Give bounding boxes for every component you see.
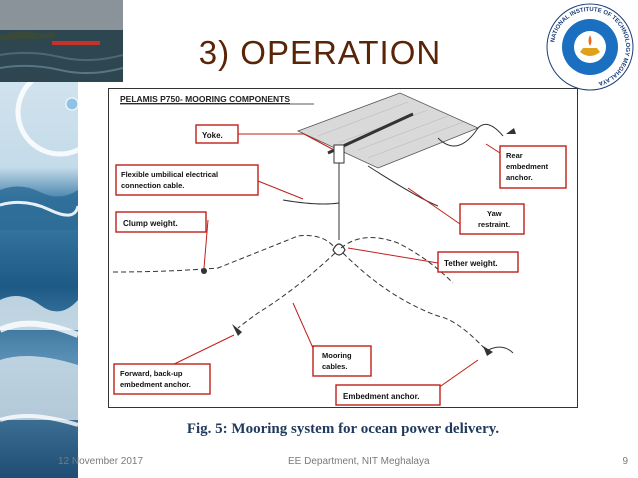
callout-yoke: Yoke. <box>195 124 239 144</box>
umbilical-cable <box>282 199 340 205</box>
svg-text:connection cable.: connection cable. <box>121 181 184 190</box>
svg-text:Forward, back-up: Forward, back-up <box>120 369 183 378</box>
callout-clump-weight: Clump weight. <box>115 211 207 233</box>
callout-yaw-restraint: Yaw restraint. <box>459 203 525 235</box>
institute-logo: NATIONAL INSTITUTE OF TECHNOLOGY MEGHALA… <box>545 2 635 92</box>
embedment-anchor <box>483 346 493 356</box>
svg-text:cables.: cables. <box>322 362 347 371</box>
svg-text:anchor.: anchor. <box>506 173 533 182</box>
rear-anchor <box>506 128 516 134</box>
page-number: 9 <box>622 456 628 467</box>
svg-text:Yaw: Yaw <box>487 209 502 218</box>
slide-title: 3) OPERATION <box>198 34 442 71</box>
svg-text:restraint.: restraint. <box>478 220 510 229</box>
callout-forward-anchor: Forward, back-up embedment anchor. <box>113 363 211 395</box>
diagram-heading: PELAMIS P750- MOORING COMPONENTS <box>120 94 290 104</box>
svg-text:Yoke.: Yoke. <box>202 131 223 140</box>
forward-anchor <box>232 324 242 336</box>
svg-text:Tether weight.: Tether weight. <box>444 259 498 268</box>
callout-embedment-anchor: Embedment anchor. <box>335 384 441 406</box>
svg-text:Clump weight.: Clump weight. <box>123 219 178 228</box>
callout-tether-weight: Tether weight. <box>437 251 519 273</box>
mooring-cable-down-right <box>342 252 487 351</box>
svg-text:Rear: Rear <box>506 151 523 160</box>
svg-text:embedment anchor.: embedment anchor. <box>120 380 191 389</box>
svg-text:embedment: embedment <box>506 162 549 171</box>
yaw-restraint-line <box>367 165 439 207</box>
callout-mooring-cables: Mooring cables. <box>312 345 372 377</box>
yoke-device <box>327 112 414 208</box>
svg-text:Mooring: Mooring <box>322 351 352 360</box>
mooring-cable-down-left <box>237 252 336 329</box>
figure-caption: Fig. 5: Mooring system for ocean power d… <box>186 421 500 437</box>
mooring-components-diagram: PELAMIS P750- MOORING COMPONENTS <box>108 88 578 408</box>
wave-energy-device-photo <box>0 0 123 82</box>
svg-text:Flexible umbilical electrical: Flexible umbilical electrical <box>121 170 218 179</box>
footer-department: EE Department, NIT Meghalaya <box>288 456 430 467</box>
clump-weight <box>201 268 207 274</box>
callout-umbilical-cable: Flexible umbilical electrical connection… <box>115 164 259 196</box>
footer-date: 12 November 2017 <box>58 456 144 467</box>
svg-text:Embedment anchor.: Embedment anchor. <box>343 392 419 401</box>
rear-anchor-line <box>437 123 504 147</box>
callout-rear-anchor: Rear embedment anchor. <box>499 145 567 189</box>
mooring-cable-left <box>112 235 336 273</box>
